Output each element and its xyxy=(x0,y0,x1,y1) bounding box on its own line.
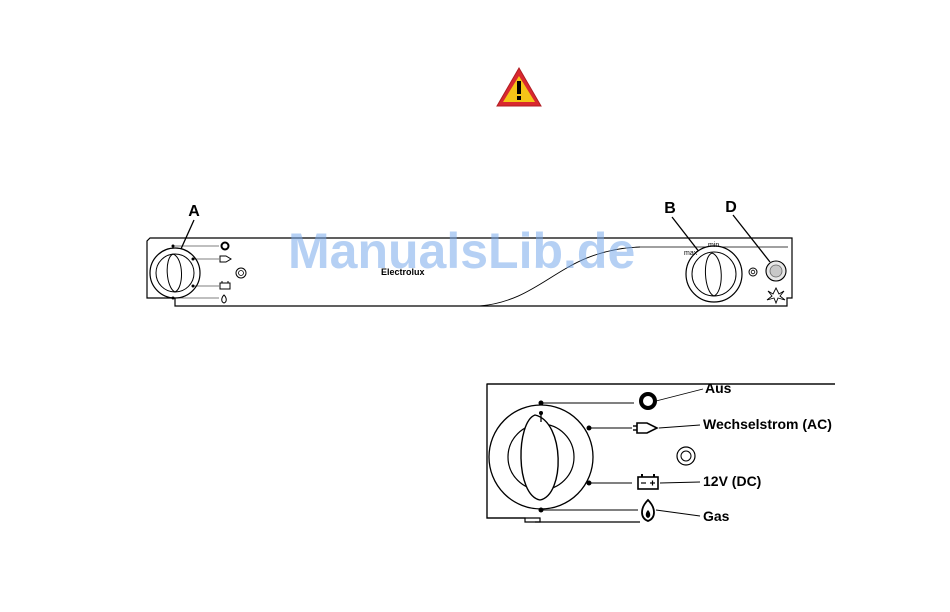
small-battery-icon xyxy=(220,281,230,289)
leader-off xyxy=(656,389,703,401)
max-label: max xyxy=(684,250,698,257)
legend-dc-label: 12V (DC) xyxy=(703,473,761,489)
battery-icon xyxy=(638,474,658,489)
min-label: min xyxy=(708,242,719,249)
legend-off-label: Aus xyxy=(705,380,732,396)
flame-icon xyxy=(642,500,654,521)
brand-label: Electrolux xyxy=(381,267,425,277)
leader-dc xyxy=(660,482,700,483)
small-ring-off-icon xyxy=(222,243,229,250)
ring-off-icon xyxy=(641,394,655,408)
callout-d: D xyxy=(725,199,737,216)
detail-indicator-lamp xyxy=(677,447,695,465)
plug-icon xyxy=(633,423,657,433)
legend-gas-label: Gas xyxy=(703,508,730,524)
detail-selector-knob[interactable] xyxy=(489,405,593,509)
thermostat-lamp xyxy=(749,268,757,276)
callout-a: A xyxy=(188,203,200,220)
ignition-button[interactable] xyxy=(766,261,786,281)
leader-gas xyxy=(656,510,700,516)
spark-icon xyxy=(767,288,785,303)
callout-b: B xyxy=(664,200,676,217)
warning-triangle-icon xyxy=(497,68,541,106)
small-plug-icon xyxy=(220,256,231,262)
energy-selector-knob[interactable] xyxy=(150,248,200,298)
indicator-lamp xyxy=(236,268,246,278)
leader-ac xyxy=(659,425,700,428)
small-flame-icon xyxy=(222,295,227,303)
legend-ac-label: Wechselstrom (AC) xyxy=(703,416,832,432)
